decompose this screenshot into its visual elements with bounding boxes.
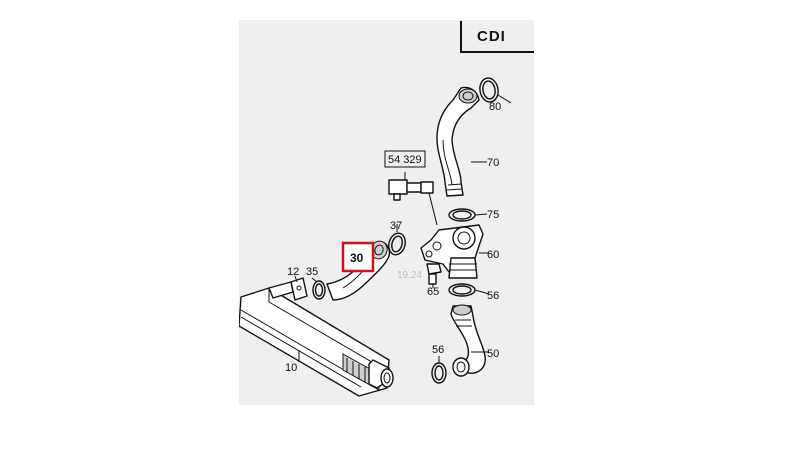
part-12-bracket[interactable] [290, 277, 308, 301]
label-35: 35 [306, 266, 318, 278]
part-10-intercooler[interactable] [239, 281, 394, 397]
parts-diagram: CDI 19.24 [239, 21, 534, 397]
label-50: 50 [487, 348, 499, 360]
part-56-lower-oring[interactable] [431, 362, 447, 384]
watermark-text: 19.24 [397, 270, 422, 281]
part-65-bolt[interactable] [426, 263, 442, 285]
label-75: 75 [487, 209, 499, 221]
highlighted-part-30-callout[interactable]: 30 [341, 241, 375, 273]
part-70-hose[interactable] [436, 86, 480, 197]
label-54329: 54 329 [388, 154, 422, 166]
label-70: 70 [487, 157, 499, 169]
label-10: 10 [285, 362, 297, 374]
part-56-upper-oring[interactable] [448, 283, 476, 297]
label-56-lower: 56 [432, 344, 444, 356]
part-80-oring[interactable] [478, 77, 500, 104]
part-35-oring[interactable] [312, 280, 326, 300]
part-37-oring[interactable] [386, 231, 407, 256]
label-54329-box [384, 150, 426, 168]
part-75-oring[interactable] [448, 208, 476, 222]
label-80: 80 [489, 101, 501, 113]
label-65: 65 [427, 286, 439, 298]
highlight-box [341, 241, 375, 273]
part-50-hose[interactable] [450, 304, 486, 377]
part-54329-sensor[interactable] [388, 179, 438, 226]
label-60: 60 [487, 249, 499, 261]
label-37: 37 [390, 220, 402, 232]
label-30: 30 [350, 251, 364, 265]
label-56-upper: 56 [487, 290, 499, 302]
part-60-housing[interactable] [420, 224, 484, 279]
cdi-badge: CDI [460, 21, 534, 53]
label-12: 12 [287, 266, 299, 278]
cdi-badge-text: CDI [477, 28, 506, 45]
